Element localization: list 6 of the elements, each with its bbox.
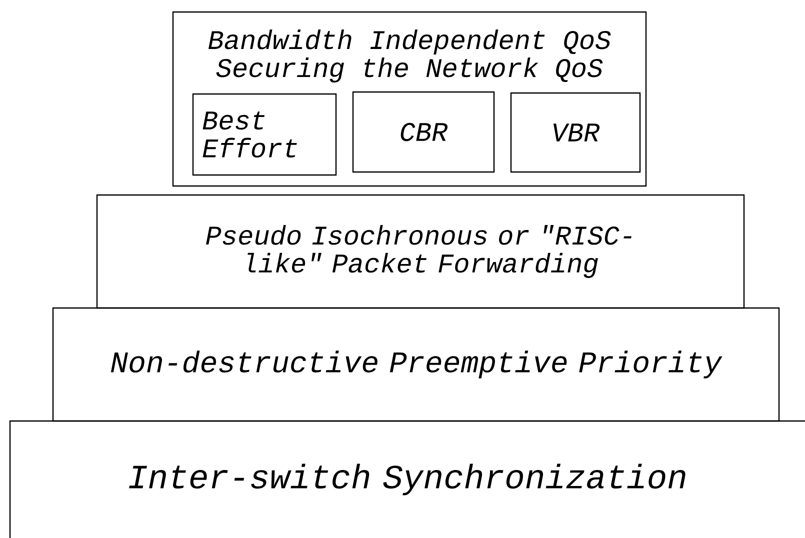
class-box: Best Effort bbox=[192, 93, 337, 176]
layer-box: Pseudo Isochronous or "RISC-like" Packet Forwarding bbox=[96, 194, 745, 309]
layer-box: Non-destructive Preemptive Priority bbox=[52, 307, 780, 422]
class-box: CBR bbox=[352, 91, 495, 173]
class-box: VBR bbox=[510, 92, 641, 173]
layer-box: Inter-switch Synchronization bbox=[9, 420, 805, 538]
